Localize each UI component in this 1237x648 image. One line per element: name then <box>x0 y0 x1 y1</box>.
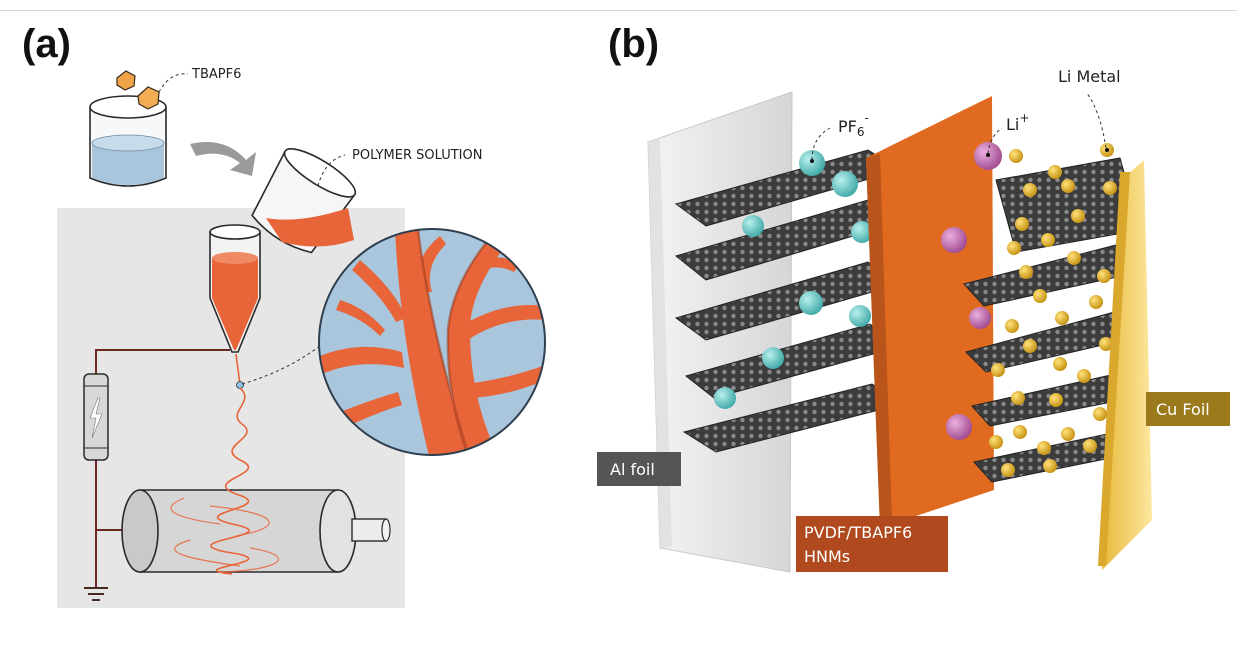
pf6-anion-particles <box>714 150 873 409</box>
top-rule <box>0 10 1237 11</box>
polymer-solution-fill <box>266 208 354 247</box>
cation-callout-line <box>987 127 1003 155</box>
li-metal-particles <box>989 143 1117 477</box>
jet-probe-point <box>236 381 244 389</box>
ground-icon <box>84 587 108 601</box>
syringe <box>209 224 261 353</box>
fiber-magnified-view <box>318 228 546 456</box>
metal-callout: Li Metal <box>1058 67 1121 86</box>
salt-crystal-icon <box>116 70 160 110</box>
cu-foil <box>1098 160 1152 570</box>
magnify-callout-line <box>241 341 326 385</box>
metal-callout-line <box>1085 91 1107 149</box>
anion-callout-line <box>811 127 831 161</box>
transfer-arrow-icon <box>190 142 256 176</box>
salt-callout: TBAPF6 <box>191 67 241 82</box>
svg-text:PVDF/TBAPF6: PVDF/TBAPF6 <box>804 523 912 542</box>
metal-callout-dot <box>1105 148 1109 152</box>
circuit-wire <box>95 349 230 588</box>
graphene-cathode-stack <box>674 149 904 453</box>
al-foil-tag: Al foil <box>597 452 681 486</box>
panel-a-label: (a) <box>22 22 71 66</box>
separator-tag: PVDF/TBAPF6 HNMs <box>796 516 948 572</box>
beaker <box>89 95 167 187</box>
fiber-deposit <box>170 497 279 573</box>
cu-foil-tag: Cu Foil <box>1146 392 1230 426</box>
fiber-whip-coil <box>210 387 250 575</box>
anion-callout: PF6- <box>838 111 869 139</box>
anion-callout-dot <box>810 159 814 163</box>
cation-callout-dot <box>986 153 990 157</box>
cation-callout: Li+ <box>1006 111 1029 134</box>
lightning-icon <box>89 397 103 439</box>
svg-text:HNMs: HNMs <box>804 547 850 566</box>
salt-callout-line <box>158 73 189 93</box>
panel-b-label: (b) <box>608 22 659 66</box>
graphene-anode-stack <box>963 157 1143 483</box>
collector-drum <box>121 489 391 573</box>
svg-text:Al foil: Al foil <box>610 460 655 479</box>
solution-callout: POLYMER SOLUTION <box>352 148 482 163</box>
svg-text:Cu Foil: Cu Foil <box>1156 400 1210 419</box>
